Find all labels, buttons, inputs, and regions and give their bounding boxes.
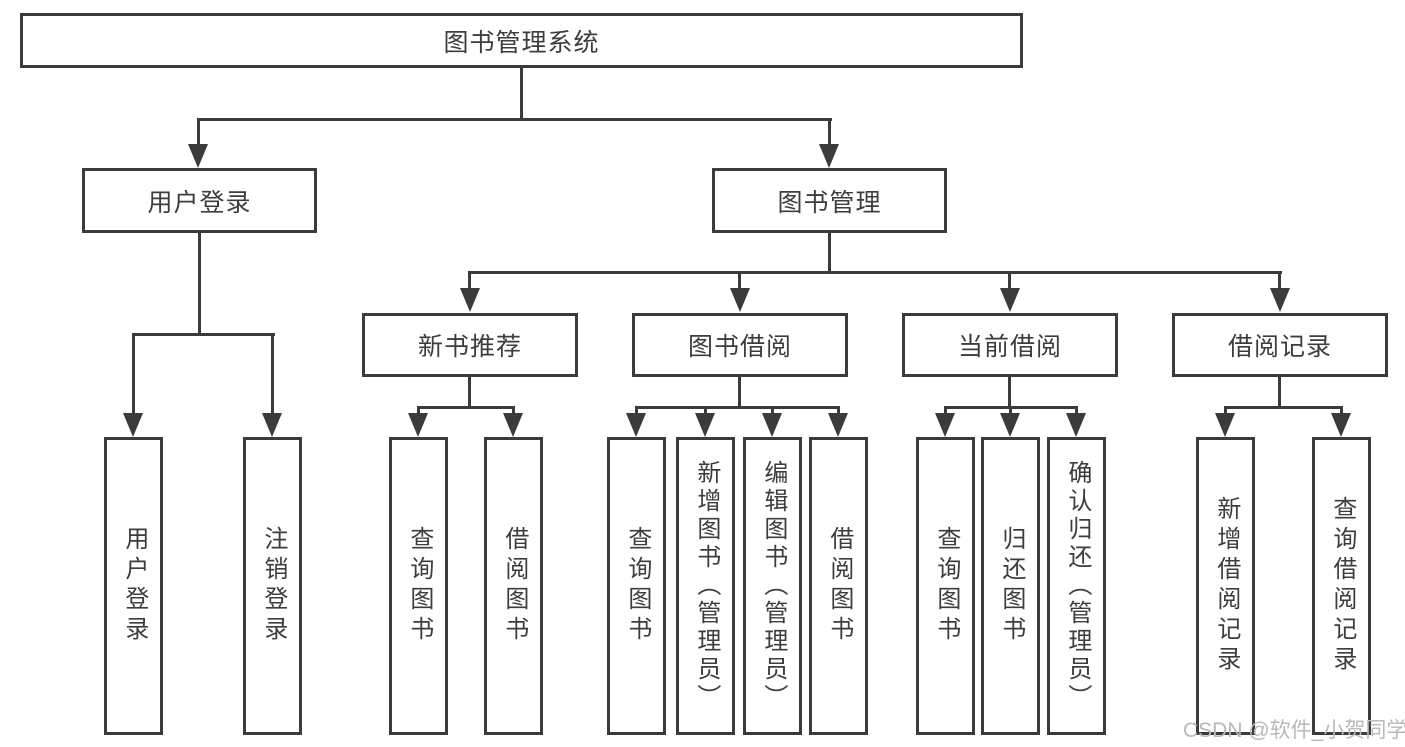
connector-records-drop-2 xyxy=(1340,406,1343,416)
arrowhead-bb-borrow xyxy=(828,413,848,437)
connector-root-hbar xyxy=(197,118,832,121)
connector-login-stem xyxy=(198,233,201,336)
connector-newbooks-drop-1 xyxy=(417,406,420,416)
arrowhead-cb-confirm xyxy=(1066,413,1086,437)
leaf-newbooks-query: 查询图书 xyxy=(389,437,448,735)
leaf-current-return: 归还图书 xyxy=(981,437,1040,735)
leaf-records-add: 新增借阅记录 xyxy=(1196,437,1255,735)
leaf-newbooks-query-label: 查询图书 xyxy=(405,526,433,646)
leaf-borrow-query-label: 查询图书 xyxy=(623,526,651,646)
csdn-watermark: CSDN @软件_小贺同学 xyxy=(1183,719,1405,742)
node-book-borrow: 图书借阅 xyxy=(632,313,848,377)
leaf-borrow-edit: 编辑图书（管理员） xyxy=(743,437,802,735)
arrowhead-br-query xyxy=(1331,413,1351,437)
node-new-books-label: 新书推荐 xyxy=(417,333,522,361)
connector-records-drop-1 xyxy=(1224,406,1227,416)
connector-bookborrow-drop-1 xyxy=(635,406,638,416)
leaf-current-confirm: 确认归还（管理员） xyxy=(1047,437,1106,735)
node-book-mgmt: 图书管理 xyxy=(712,168,947,233)
node-book-mgmt-label: 图书管理 xyxy=(777,188,882,217)
arrowhead-book-borrow xyxy=(730,288,750,312)
connector-login-drop-2 xyxy=(271,333,274,415)
connector-mgmt-hbar xyxy=(469,271,1282,274)
node-current-borrow-label: 当前借阅 xyxy=(957,333,1062,361)
node-borrow-records: 借阅记录 xyxy=(1172,313,1388,377)
arrowhead-logout xyxy=(262,413,282,437)
arrowhead-bb-query xyxy=(626,413,646,437)
connector-root-drop-left xyxy=(197,118,200,148)
connector-current-drop-3 xyxy=(1075,406,1078,416)
arrowhead-current-borrow xyxy=(1000,288,1020,312)
arrowhead-bb-edit xyxy=(762,413,782,437)
connector-root-stem xyxy=(520,66,523,121)
leaf-logout-label: 注销登录 xyxy=(259,526,287,646)
node-book-borrow-label: 图书借阅 xyxy=(687,333,792,361)
connector-mgmt-drop-2 xyxy=(738,271,741,290)
connector-mgmt-drop-1 xyxy=(468,271,471,290)
leaf-records-query-label: 查询借阅记录 xyxy=(1328,496,1356,676)
arrowhead-bb-add xyxy=(695,413,715,437)
leaf-logout: 注销登录 xyxy=(243,437,302,735)
leaf-borrow-book: 借阅图书 xyxy=(809,437,868,735)
leaf-borrow-add: 新增图书（管理员） xyxy=(676,437,735,735)
leaf-borrow-book-label: 借阅图书 xyxy=(825,526,853,646)
arrowhead-do-login xyxy=(123,413,143,437)
leaf-borrow-edit-label: 编辑图书（管理员） xyxy=(759,460,787,712)
connector-bookborrow-drop-2 xyxy=(704,406,707,416)
arrowhead-cb-query xyxy=(935,413,955,437)
leaf-current-return-label: 归还图书 xyxy=(997,526,1025,646)
node-root-label: 图书管理系统 xyxy=(443,28,600,57)
connector-bookborrow-stem xyxy=(738,377,741,409)
connector-mgmt-drop-3 xyxy=(1008,271,1011,290)
connector-bookborrow-drop-3 xyxy=(771,406,774,416)
leaf-records-query: 查询借阅记录 xyxy=(1312,437,1371,735)
leaf-borrow-add-label: 新增图书（管理员） xyxy=(692,460,720,712)
leaf-newbooks-borrow: 借阅图书 xyxy=(484,437,543,735)
connector-newbooks-drop-2 xyxy=(512,406,515,416)
connector-current-drop-1 xyxy=(944,406,947,416)
leaf-user-login: 用户登录 xyxy=(104,437,163,735)
arrowhead-borrow-records xyxy=(1270,288,1290,312)
arrowhead-br-add xyxy=(1215,413,1235,437)
node-current-borrow: 当前借阅 xyxy=(902,313,1118,377)
node-user-login: 用户登录 xyxy=(82,168,317,233)
connector-login-hbar xyxy=(132,333,275,336)
arrowhead-nb-borrow xyxy=(503,413,523,437)
node-new-books: 新书推荐 xyxy=(362,313,578,377)
arrowhead-login xyxy=(188,144,208,168)
node-user-login-label: 用户登录 xyxy=(147,188,252,217)
connector-mgmt-stem xyxy=(828,233,831,274)
leaf-user-login-label: 用户登录 xyxy=(120,526,148,646)
arrowhead-cb-return xyxy=(1000,413,1020,437)
connector-bookborrow-drop-4 xyxy=(837,406,840,416)
connector-current-stem xyxy=(1008,377,1011,409)
arrowhead-nb-query xyxy=(408,413,428,437)
connector-root-drop-right xyxy=(828,118,831,148)
connector-login-drop-1 xyxy=(132,333,135,415)
node-root: 图书管理系统 xyxy=(20,13,1023,68)
leaf-records-add-label: 新增借阅记录 xyxy=(1212,496,1240,676)
leaf-newbooks-borrow-label: 借阅图书 xyxy=(500,526,528,646)
connector-newbooks-stem xyxy=(468,377,471,409)
leaf-current-query-label: 查询图书 xyxy=(932,526,960,646)
connector-newbooks-hbar xyxy=(417,406,515,409)
leaf-current-query: 查询图书 xyxy=(916,437,975,735)
connector-records-stem xyxy=(1278,377,1281,409)
connector-bookborrow-hbar xyxy=(635,406,840,409)
connector-records-hbar xyxy=(1224,406,1343,409)
leaf-current-confirm-label: 确认归还（管理员） xyxy=(1063,460,1091,712)
arrowhead-book-mgmt xyxy=(819,144,839,168)
node-borrow-records-label: 借阅记录 xyxy=(1227,333,1332,361)
connector-current-drop-2 xyxy=(1009,406,1012,416)
arrowhead-new-books xyxy=(460,288,480,312)
connector-mgmt-drop-4 xyxy=(1278,271,1281,290)
leaf-borrow-query: 查询图书 xyxy=(607,437,666,735)
